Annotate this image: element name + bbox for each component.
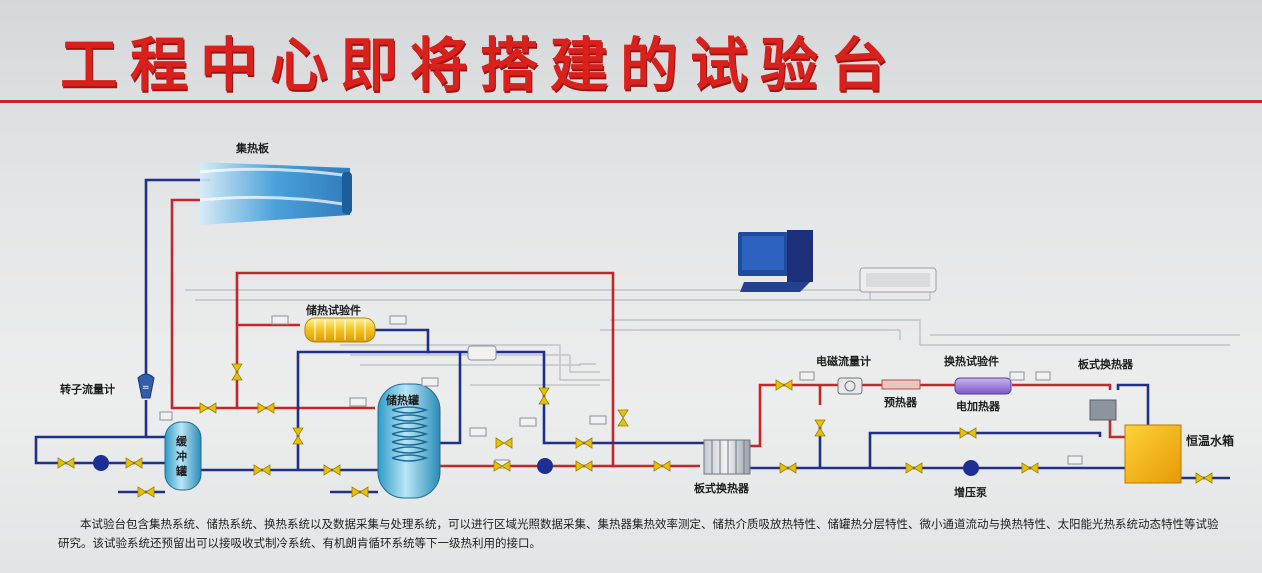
small-meter-icons [159,315,1083,469]
label-preheater: 预热器 [884,396,917,409]
label-plate-hx-right: 板式换热器 [1078,358,1133,371]
electric-heater [954,377,1012,395]
svg-text:=: = [142,383,150,393]
title-banner: 工程中心即将搭建的试验台 [60,6,1240,99]
em-flowmeter-icon [837,377,863,395]
label-const-temp-tank: 恒温水箱 [1186,434,1235,448]
description-text: 本试验台包含集热系统、储热系统、换热系统以及数据采集与处理系统，可以进行区域光照… [58,517,1219,550]
label-rotameter: 转子流量计 [60,383,115,396]
rotameter-icon: = [137,373,155,399]
plate-heat-exchanger-right [1089,399,1117,421]
title-underline [0,100,1262,103]
constant-temperature-tank [1124,424,1182,484]
plate-heat-exchanger-main [703,439,751,475]
solar-collector-panel [199,162,352,225]
pump-icons [93,455,979,476]
page-title: 工程中心即将搭建的试验台 [60,31,901,99]
label-booster-pump: 增压泵 [954,486,987,499]
label-plate-hx-main: 板式换热器 [694,482,749,495]
label-storage-tank: 储热罐 [386,394,419,407]
label-buffer-tank: 缓冲罐 [176,435,187,478]
label-collector: 集热板 [236,142,269,155]
label-storage-test-piece: 储热试验件 [306,304,361,317]
label-hx-test-piece: 换热试验件 [944,355,999,368]
valve-icons [57,363,1213,498]
preheater [881,379,921,390]
label-em-flowmeter: 电磁流量计 [816,355,871,368]
cold-pipes [34,178,1230,494]
storage-tank [377,383,441,499]
label-electric-heater: 电加热器 [956,400,1000,413]
data-acquisition-unit [859,267,937,293]
computer-icon [738,230,813,292]
signal-lines [185,270,1240,386]
storage-test-piece [304,317,376,343]
buffer-tank [164,421,202,491]
